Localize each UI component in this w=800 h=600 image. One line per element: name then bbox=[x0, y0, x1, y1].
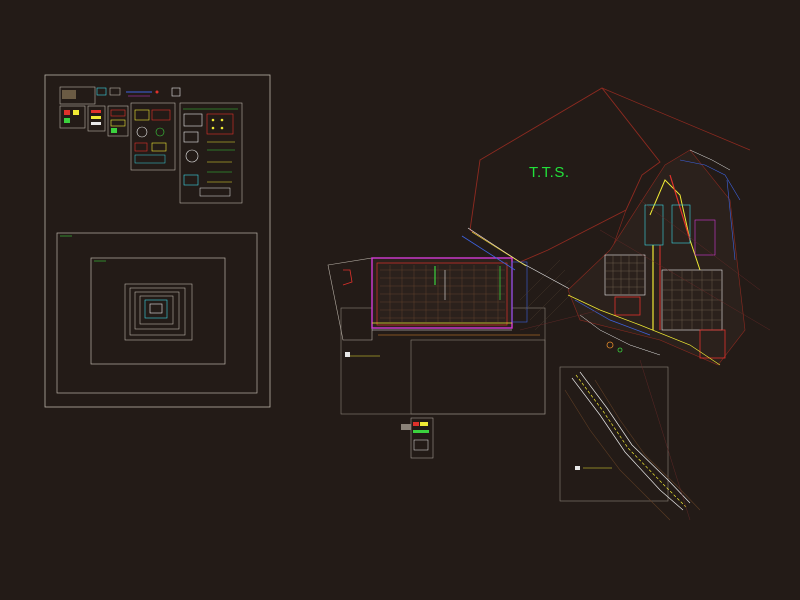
southern-road bbox=[559, 366, 701, 521]
site-label-tts: T.T.S. bbox=[529, 164, 570, 181]
legend-thumbnails bbox=[59, 86, 181, 137]
construction-lines bbox=[519, 199, 771, 521]
right-complex-plan bbox=[567, 149, 746, 366]
sheet-frame bbox=[44, 74, 271, 408]
nested-squares-plan bbox=[56, 232, 258, 394]
left-sheet bbox=[44, 74, 271, 408]
symbol-legend-panel bbox=[130, 102, 176, 171]
legend-panel-right bbox=[179, 102, 243, 204]
main-building-plan bbox=[327, 227, 591, 415]
small-legend-block bbox=[345, 352, 434, 459]
